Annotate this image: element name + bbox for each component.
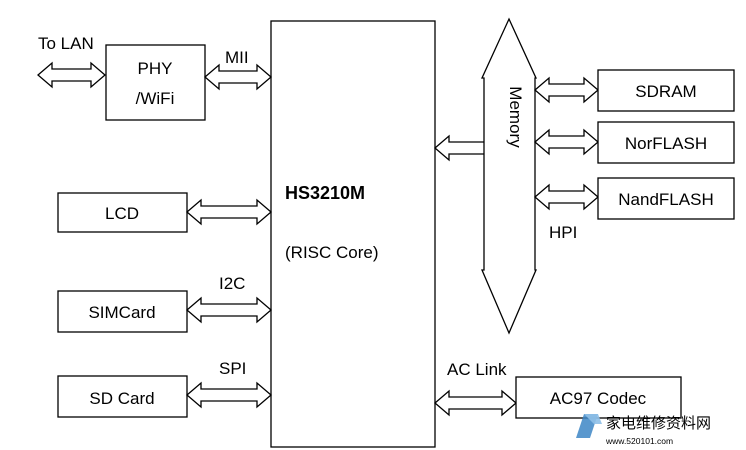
sdram-block bbox=[597, 69, 735, 112]
lan-arrow bbox=[37, 61, 106, 89]
memory-bus-label: Memory bbox=[506, 86, 525, 148]
aclink-label: AC Link bbox=[447, 360, 507, 379]
phy-wifi-block bbox=[105, 44, 206, 121]
cpu-block bbox=[270, 20, 436, 448]
memory-bus-arrow bbox=[480, 17, 538, 335]
spi-arrow bbox=[186, 381, 272, 409]
lcd-arrow bbox=[186, 198, 272, 226]
sdram-label: SDRAM bbox=[635, 82, 696, 101]
aclink-arrow bbox=[434, 389, 517, 417]
lcd-block bbox=[57, 192, 188, 233]
lan-label: To LAN bbox=[38, 34, 94, 53]
watermark-url: www.520101.com bbox=[605, 436, 673, 446]
spi-label: SPI bbox=[219, 359, 246, 378]
norflash-block bbox=[597, 121, 735, 164]
mii-label: MII bbox=[225, 48, 249, 67]
mii-arrow bbox=[204, 63, 272, 91]
sdcard-block bbox=[57, 375, 188, 418]
sdcard-label: SD Card bbox=[89, 389, 154, 408]
norflash-label: NorFLASH bbox=[625, 134, 707, 153]
ac97-codec-label: AC97 Codec bbox=[550, 389, 647, 408]
phy-label: PHY bbox=[138, 59, 173, 78]
nandflash-label: NandFLASH bbox=[618, 190, 713, 209]
ac97-codec-block bbox=[515, 376, 682, 419]
cpu-core-label: (RISC Core) bbox=[285, 243, 379, 262]
hpi-label: HPI bbox=[549, 223, 577, 242]
lcd-label: LCD bbox=[105, 204, 139, 223]
nandflash-block bbox=[597, 177, 735, 220]
norflash-arrow bbox=[534, 128, 599, 156]
i2c-arrow bbox=[186, 296, 272, 324]
i2c-label: I2C bbox=[219, 274, 245, 293]
cpu-name: HS3210M bbox=[285, 183, 365, 203]
wifi-label: /WiFi bbox=[136, 89, 175, 108]
watermark-text: 家电维修资料网 bbox=[606, 415, 711, 432]
simcard-block bbox=[57, 290, 188, 333]
sdram-arrow bbox=[534, 76, 599, 104]
watermark: 家电维修资料网 www.520101.com bbox=[576, 414, 711, 446]
nandflash-arrow bbox=[534, 183, 599, 211]
simcard-label: SIMCard bbox=[88, 303, 155, 322]
